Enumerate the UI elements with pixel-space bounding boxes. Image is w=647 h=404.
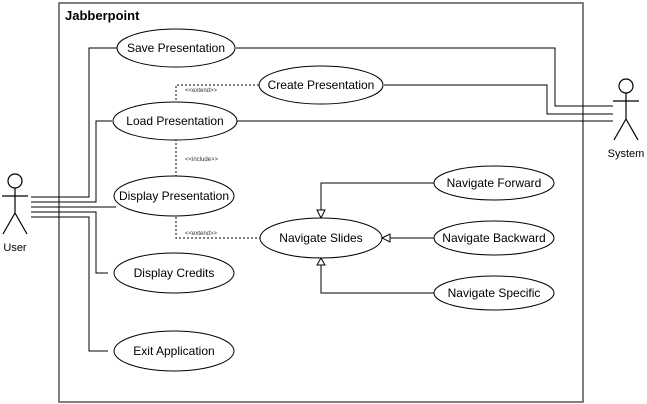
assoc-user-exit	[31, 216, 108, 352]
use-case-label: Load Presentation	[126, 114, 223, 128]
assoc-user-credits	[31, 211, 108, 274]
use-case-navigate-forward[interactable]: Navigate Forward	[433, 165, 555, 201]
use-case-navigate-backward[interactable]: Navigate Backward	[433, 220, 555, 256]
user-actor-icon[interactable]	[2, 173, 28, 235]
stereotype-extend-navigate: <<extend>>	[185, 231, 218, 237]
gen-arrow-specific-icon	[316, 256, 326, 266]
extend-display-navigate	[175, 217, 260, 239]
use-case-label: Save Presentation	[127, 41, 225, 55]
stereotype-extend-create: <<extend>>	[185, 88, 218, 94]
user-associations	[31, 47, 117, 352]
use-case-label: Display Credits	[134, 266, 215, 280]
gen-arrow-backward-icon	[380, 233, 391, 243]
stereotype-include-display: <<include>>	[185, 157, 219, 163]
assoc-user-load	[31, 120, 112, 203]
use-case-load-presentation[interactable]: Load Presentation	[112, 101, 238, 141]
use-case-navigate-slides[interactable]: Navigate Slides	[259, 217, 383, 259]
use-case-display-presentation[interactable]: Display Presentation	[113, 175, 235, 217]
system-actor-icon[interactable]	[613, 78, 639, 141]
gen-forward-navigate	[320, 182, 434, 212]
system-actor-label: System	[608, 148, 645, 160]
use-case-display-credits[interactable]: Display Credits	[113, 252, 235, 294]
use-case-label: Create Presentation	[268, 78, 375, 92]
use-case-label: Navigate Forward	[447, 176, 542, 190]
user-actor-label: User	[3, 242, 27, 254]
use-case-create-presentation[interactable]: Create Presentation	[258, 65, 384, 105]
use-case-label: Navigate Slides	[279, 231, 362, 245]
assoc-system-save	[236, 47, 613, 107]
use-case-exit-application[interactable]: Exit Application	[113, 330, 235, 372]
system-associations	[236, 47, 613, 122]
use-case-save-presentation[interactable]: Save Presentation	[116, 28, 236, 68]
assoc-system-create	[384, 84, 613, 115]
system-title: Jabberpoint	[65, 8, 140, 23]
use-case-navigate-specific[interactable]: Navigate Specific	[433, 275, 555, 311]
use-case-label: Display Presentation	[119, 189, 229, 203]
gen-specific-navigate	[320, 265, 434, 294]
use-case-label: Navigate Specific	[448, 286, 541, 300]
generalizations	[316, 182, 434, 294]
use-case-label: Exit Application	[133, 344, 214, 358]
use-case-label: Navigate Backward	[442, 231, 545, 245]
gen-arrow-forward-icon	[316, 209, 326, 220]
dependencies	[175, 84, 260, 239]
assoc-user-save	[31, 47, 117, 198]
